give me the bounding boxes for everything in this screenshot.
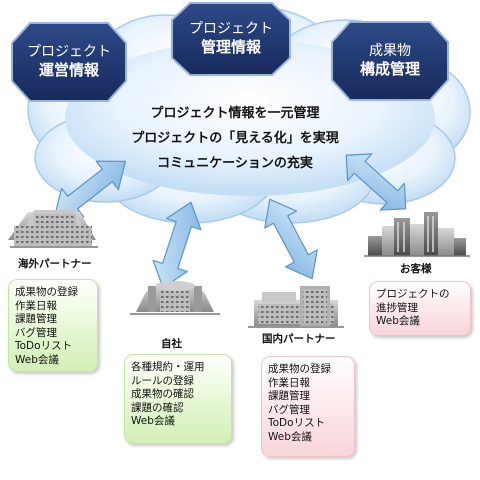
overseas-building-icon — [8, 210, 98, 248]
feature-item: ルールの登録 — [131, 374, 194, 387]
feature-item: Web会議 — [15, 353, 59, 366]
overseas-features-box: 成果物の登録 作業日報 課題管理 バグ管理 ToDoリスト Web会議 — [8, 279, 98, 372]
hexagon-line-1: プロジェクト — [189, 20, 273, 37]
cloud-text: プロジェクト情報を一元管理 プロジェクトの「見える化」を実現 コミュニケーション… — [100, 101, 370, 176]
hexagon-line-1: プロジェクト — [27, 43, 111, 60]
feature-item: 課題管理 — [15, 313, 57, 325]
company-features-box: 各種規約・運用 ルールの登録 成果物の確認 課題の確認 Web会議 — [124, 354, 232, 444]
feature-item: 成果物の確認 — [131, 388, 194, 400]
feature-item: 作業日報 — [15, 299, 57, 312]
hexagon-project-management: プロジェクト 管理情報 — [172, 3, 290, 75]
hexagon-line-2: 運営情報 — [38, 61, 99, 80]
double-arrow-icon — [53, 160, 127, 218]
feature-item: バグ管理 — [268, 403, 310, 416]
cloud-line: プロジェクトの「見える化」を実現 — [131, 131, 339, 146]
cloud-line: プロジェクト情報を一元管理 — [150, 106, 320, 121]
feature-item: ToDoリスト — [15, 340, 73, 352]
hexagon-line-1: 成果物 — [369, 42, 411, 59]
hexagon-deliverable-management: 成果物 構成管理 — [332, 22, 448, 100]
domestic-building-icon — [248, 286, 344, 328]
hexagon-line-2: 管理情報 — [200, 38, 261, 57]
feature-item: 課題の確認 — [131, 401, 184, 414]
double-arrow-icon — [345, 153, 407, 211]
label-overseas-partner: 海外パートナー — [18, 258, 92, 270]
feature-item: 進捗管理 — [376, 301, 418, 314]
feature-item: 各種規約・運用 — [131, 361, 205, 373]
feature-item: プロジェクトの — [376, 288, 450, 300]
feature-item: 成果物の登録 — [15, 286, 78, 298]
double-arrow-icon — [264, 198, 318, 280]
cloud-line: コミュニケーションの充実 — [157, 156, 313, 171]
label-domestic-partner: 国内パートナー — [262, 333, 336, 345]
customer-features-box: プロジェクトの 進捗管理 Web会議 — [369, 281, 471, 336]
feature-item: ToDoリスト — [268, 417, 326, 429]
feature-item: 成果物の登録 — [268, 363, 331, 375]
hexagon-project-operation: プロジェクト 運営情報 — [12, 23, 126, 101]
feature-item: Web会議 — [376, 315, 420, 327]
feature-item: 課題管理 — [268, 390, 310, 402]
feature-item: Web会議 — [131, 415, 175, 427]
feature-item: Web会議 — [268, 430, 312, 443]
label-own-company: 自社 — [161, 338, 182, 350]
double-arrow-icon — [152, 201, 202, 289]
feature-item: バグ管理 — [15, 326, 57, 339]
hexagon-badge — [11, 22, 127, 102]
hexagon-line-2: 構成管理 — [359, 60, 420, 79]
label-customer: お客様 — [400, 263, 432, 275]
hexagon-badge — [331, 21, 449, 101]
hexagon-badge — [171, 2, 291, 76]
domestic-features-box: 成果物の登録 作業日報 課題管理 バグ管理 ToDoリスト Web会議 — [261, 356, 355, 457]
company-building-icon — [130, 281, 220, 315]
feature-item: 作業日報 — [268, 376, 310, 389]
city-buildings-icon — [364, 212, 470, 257]
